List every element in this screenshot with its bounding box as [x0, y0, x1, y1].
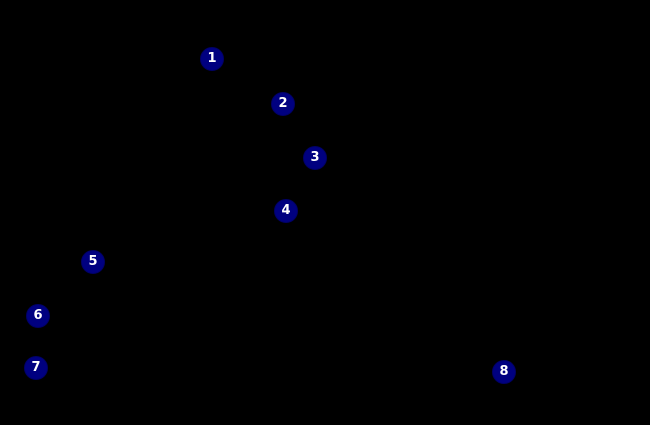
marker-1[interactable]: 1: [200, 47, 224, 71]
marker-7[interactable]: 7: [24, 356, 48, 380]
marker-5[interactable]: 5: [81, 250, 105, 274]
marker-4[interactable]: 4: [274, 199, 298, 223]
marker-2[interactable]: 2: [271, 92, 295, 116]
marker-8[interactable]: 8: [492, 360, 516, 384]
marker-6[interactable]: 6: [26, 304, 50, 328]
marker-3[interactable]: 3: [303, 146, 327, 170]
